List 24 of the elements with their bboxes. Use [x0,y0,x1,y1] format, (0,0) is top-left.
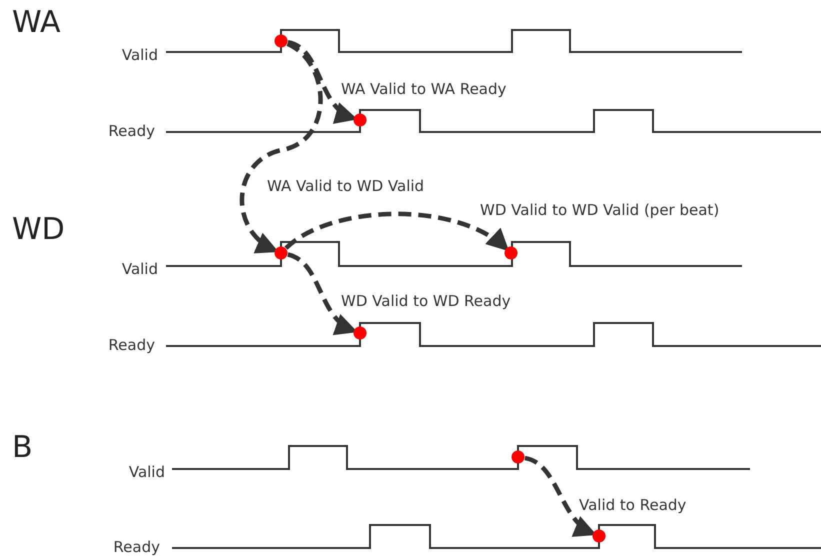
edge-label: WA Valid to WA Ready [340,80,508,98]
signal-name: Ready [108,122,155,140]
edge-label: WD Valid to WD Valid (per beat) [479,201,720,219]
signal-name: Valid [122,260,158,278]
signal-name: Ready [113,538,160,556]
edge-label: WD Valid to WD Ready [340,292,512,310]
dashed-arrow [287,252,358,333]
event-dot [592,530,606,542]
signal-name: Ready [108,336,155,354]
signal-name: Valid [128,463,165,481]
channel-title: WA [12,5,61,40]
channel-title: WD [12,212,65,247]
event-dot [504,246,518,260]
signal-name: Valid [122,46,158,64]
event-dot [354,114,366,126]
event-dot [512,450,524,464]
dashed-arrow [240,42,323,252]
event-dot [274,34,288,48]
dashed-arrow [284,212,510,251]
channel-title: B [12,430,33,465]
dashed-arrow [524,456,596,536]
event-dot [274,246,288,260]
edge-label: Valid to Ready [578,496,688,514]
event-dot [354,326,366,340]
